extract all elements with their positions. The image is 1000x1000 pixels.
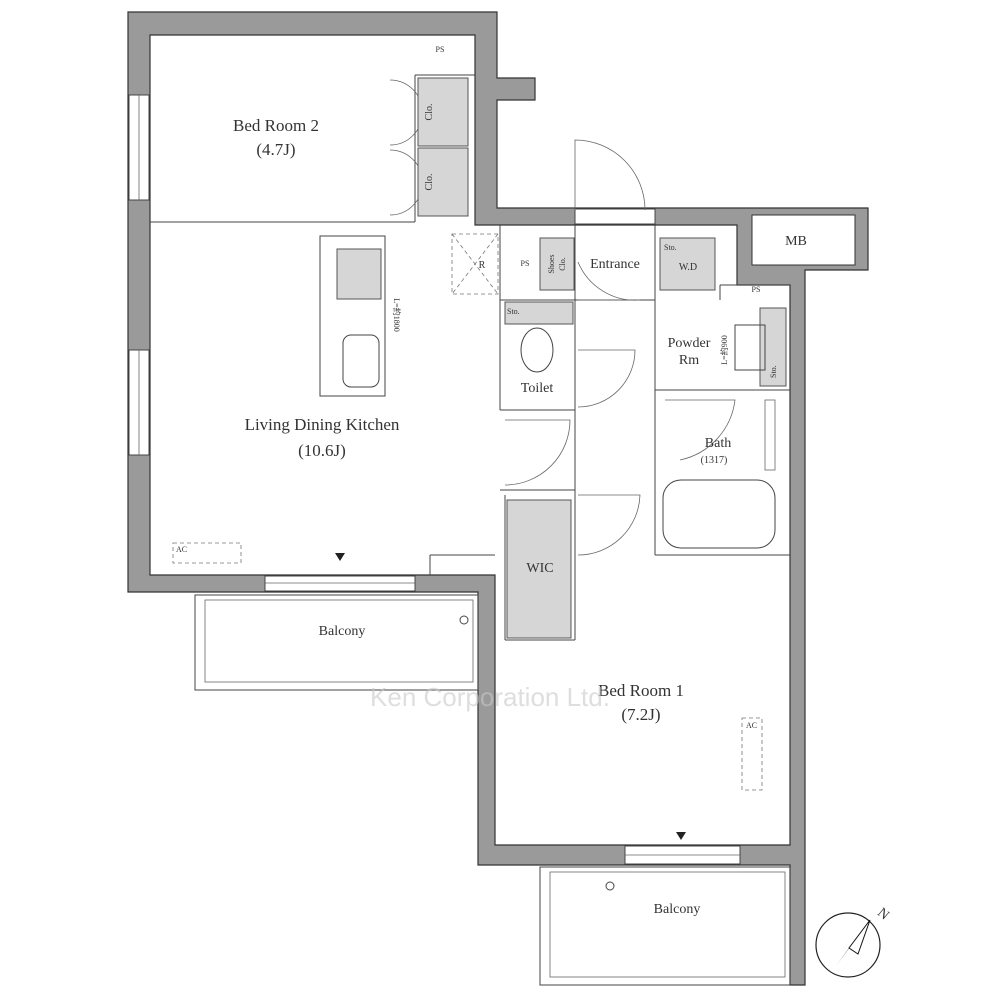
room-name-entrance: Entrance — [590, 257, 640, 272]
room-size-bedroom2: (4.7J) — [256, 140, 295, 159]
kitchen-length-label: L=約1800 — [392, 298, 402, 331]
kitchen-counter — [319, 235, 386, 397]
closet — [417, 77, 469, 147]
room-name-toilet: Toilet — [521, 381, 554, 396]
room-size-ldk: (10.6J) — [298, 441, 346, 460]
room-name-bath: Bath — [705, 436, 731, 451]
closet-label: Clo. — [424, 174, 435, 191]
partitions — [150, 74, 790, 641]
ac-unit — [172, 542, 242, 564]
room-name-bedroom2: Bed Room 2 — [233, 116, 319, 135]
room-size-bath: (1317) — [701, 455, 728, 466]
balcony-bottom-area — [539, 866, 791, 986]
washer-label: W.D — [679, 262, 697, 273]
window-marker — [335, 553, 345, 561]
bathtub — [662, 479, 776, 549]
storage-label: Sto. — [769, 365, 778, 378]
ps-label: PS — [752, 285, 761, 294]
sink — [342, 334, 380, 388]
stove — [336, 248, 382, 300]
room-name-mb: MB — [785, 234, 807, 249]
room-name-ldk: Living Dining Kitchen — [245, 415, 400, 434]
room-name-powder-line1: Powder — [668, 336, 711, 351]
room-name-balcony-left: Balcony — [319, 624, 366, 639]
compass: N — [815, 905, 892, 978]
walk-in-closet-shelf — [506, 499, 572, 639]
room-name-wic: WIC — [526, 561, 553, 576]
watermark: Ken Corporation Ltd. — [370, 682, 610, 712]
toilet-bowl — [520, 327, 554, 373]
shoes-closet-label-2: Clo. — [558, 257, 567, 271]
storage-label: Sto. — [507, 307, 520, 316]
vanity — [734, 324, 766, 371]
room-name-powder-line2: Rm — [679, 353, 699, 368]
room-name-bedroom1: Bed Room 1 — [598, 681, 684, 700]
compass-north-label: N — [874, 905, 891, 923]
toilet-storage — [504, 301, 574, 325]
refrigerator-label: R — [479, 260, 486, 271]
shoes-closet-label-1: Shoes — [547, 254, 556, 273]
ac-unit — [741, 717, 763, 791]
closet-label: Clo. — [424, 104, 435, 121]
powder-storage — [759, 307, 787, 387]
ps-label: PS — [521, 259, 530, 268]
ps-label: PS — [436, 45, 445, 54]
ac-label: AC — [176, 545, 187, 554]
washer-space — [659, 237, 716, 291]
closet — [417, 147, 469, 217]
refrigerator-space — [451, 233, 499, 295]
windows — [128, 94, 741, 865]
meter-box — [751, 214, 856, 266]
vanity-length-label: L=約900 — [719, 335, 729, 364]
room-name-balcony-bottom: Balcony — [654, 902, 701, 917]
shoes-closet — [539, 237, 575, 291]
balcony-left-area — [194, 594, 479, 691]
interior-space — [149, 34, 791, 846]
storage-label: Sto. — [664, 243, 677, 252]
ac-label: AC — [746, 721, 757, 730]
room-size-bedroom1: (7.2J) — [621, 705, 660, 724]
window-marker — [676, 832, 686, 840]
